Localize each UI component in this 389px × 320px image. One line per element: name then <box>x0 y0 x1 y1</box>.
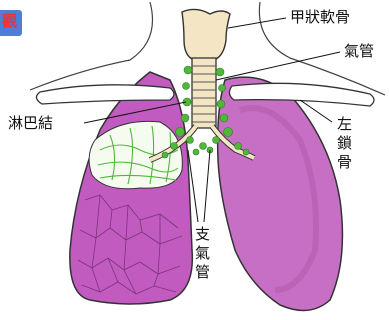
label-lymph-nodes: 淋巴結 <box>8 116 53 131</box>
trachea <box>192 58 216 128</box>
thyroid-cartilage <box>182 9 230 61</box>
neck-outline-left <box>30 2 153 90</box>
label-trachea: 氣管 <box>344 44 374 59</box>
label-clavicle: 左鎖骨 <box>336 116 351 173</box>
label-thyroid-cartilage: 甲狀軟骨 <box>290 10 350 25</box>
left-lung <box>218 77 343 310</box>
label-bronchi: 支氣管 <box>194 226 209 283</box>
